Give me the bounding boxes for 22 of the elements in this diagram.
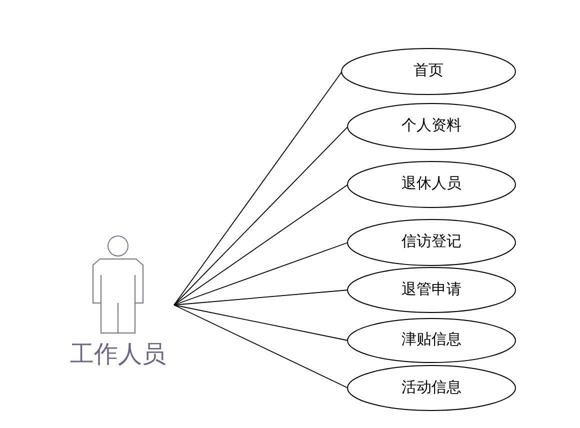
use-case-label: 信访登记: [402, 232, 462, 252]
use-case-label: 退管申请: [402, 280, 462, 300]
use-case-ellipse: [347, 365, 516, 411]
association-line: [174, 304, 348, 388]
use-case-ellipse: [341, 48, 516, 95]
association-line: [174, 290, 348, 306]
use-case-label: 活动信息: [402, 378, 462, 398]
association-line: [174, 126, 348, 306]
association-line: [174, 304, 348, 341]
association-line: [174, 71, 342, 306]
use-case-label: 首页: [414, 61, 444, 82]
use-case-ellipse: [347, 267, 516, 313]
use-case-ellipse: [347, 161, 516, 208]
use-case-label: 津贴信息: [402, 330, 462, 350]
association-line: [174, 242, 348, 306]
use-case-ellipse: [347, 318, 516, 363]
use-case-ellipse: [347, 103, 516, 150]
association-line: [174, 184, 348, 306]
use-case-ellipse: [347, 219, 516, 266]
use-case-label: 退休人员: [402, 174, 462, 194]
use-case-label: 个人资料: [402, 116, 462, 136]
actor-label: 工作人员: [69, 340, 167, 368]
